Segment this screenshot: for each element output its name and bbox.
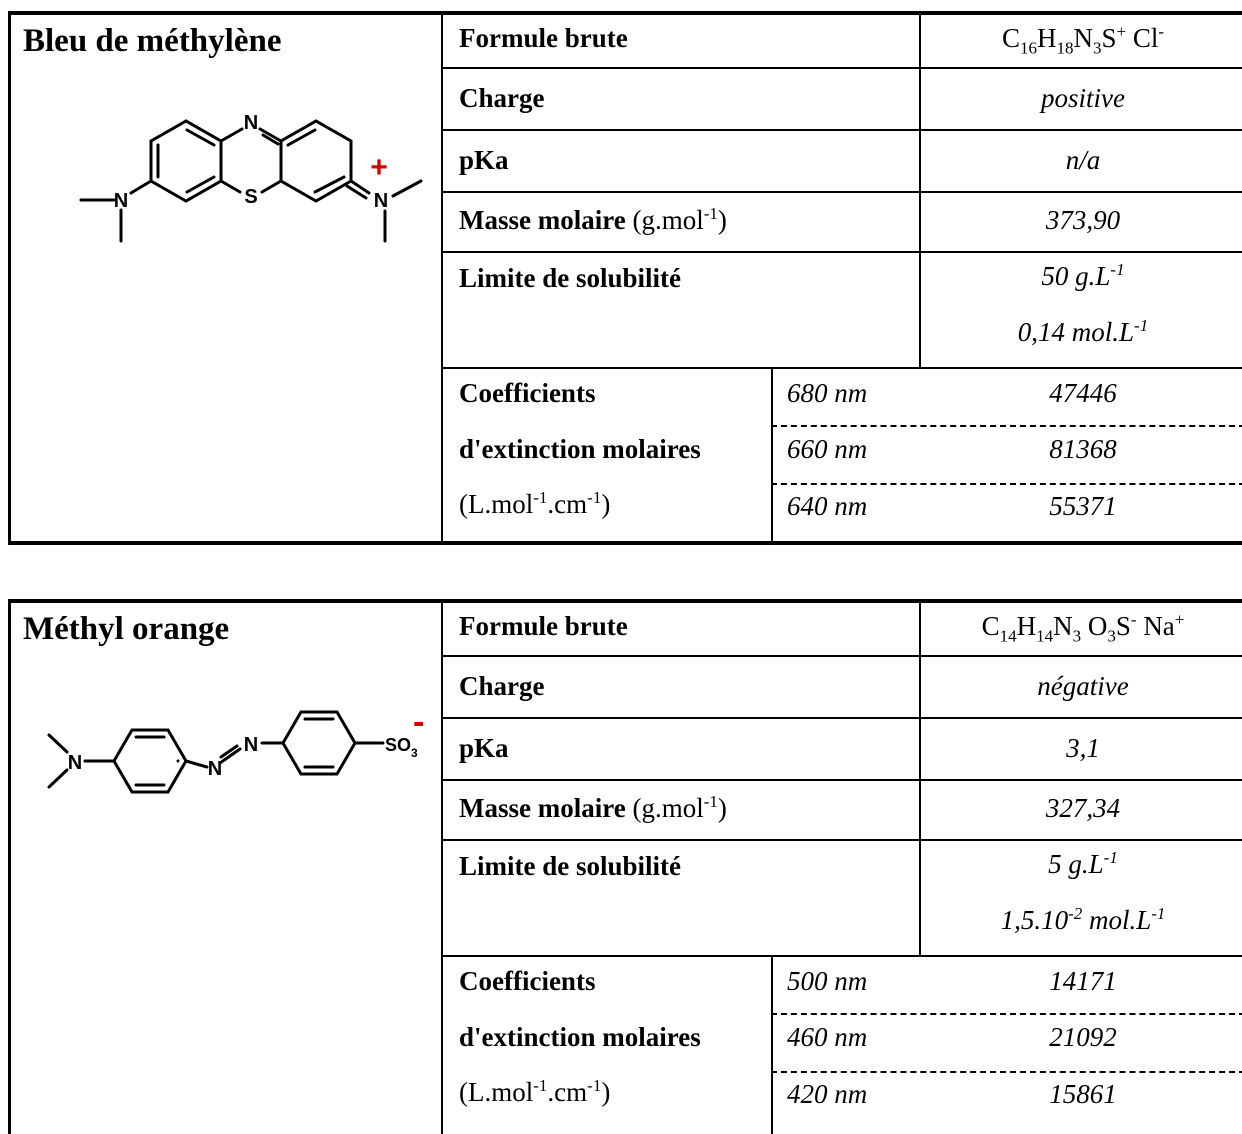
solubility-value-mass: 5 g.L-1 — [1048, 848, 1118, 879]
extinction-unit: (L.mol-1.cm-1) — [459, 1076, 611, 1107]
row-divider — [441, 251, 1242, 253]
extinction-value: 15861 — [1049, 1079, 1117, 1109]
molar-mass-value: 327,34 — [1045, 793, 1121, 823]
row-divider — [441, 839, 1242, 841]
charge-value: positive — [1041, 83, 1125, 113]
pka-value: 3,1 — [1066, 733, 1100, 763]
solubility-value-molar: 1,5.10-2 mol.L-1 — [1000, 904, 1166, 935]
compound-name: Bleu de méthylène — [23, 23, 282, 59]
nitrogen-atom-label: N — [114, 190, 128, 212]
solubility-label: Limite de solubilité — [459, 263, 681, 293]
nitrogen-atom-label: N — [374, 190, 388, 212]
extinction-value: 14171 — [1049, 966, 1117, 996]
dashed-divider — [771, 1013, 1242, 1015]
pka-value: n/a — [1065, 145, 1101, 175]
sulfur-atom-label: S — [244, 186, 257, 208]
extinction-label-line2: d'extinction molaires — [459, 434, 701, 464]
nitrogen-atom-label: N — [244, 734, 258, 756]
extinction-label-line1: Coefficients — [459, 966, 596, 996]
column-divider — [441, 603, 443, 1134]
column-divider — [441, 15, 443, 545]
row-divider — [441, 191, 1242, 193]
positive-charge-icon: + — [370, 151, 388, 184]
wavelength: 660 nm — [787, 434, 868, 464]
extinction-unit: (L.mol-1.cm-1) — [459, 488, 611, 519]
molar-mass-label: Masse molaire (g.mol-1) — [459, 204, 727, 235]
pka-label: pKa — [459, 145, 509, 175]
formula-label: Formule brute — [459, 611, 628, 641]
sulfonate-group-label: SO3 — [385, 735, 418, 760]
nitrogen-atom-label: N — [208, 758, 222, 780]
methylene-blue-structure: N S N N + — [79, 112, 423, 243]
column-divider — [771, 955, 773, 1134]
extinction-value: 21092 — [1049, 1022, 1117, 1052]
solubility-value-mass: 50 g.L-1 — [1041, 260, 1125, 291]
column-divider — [771, 367, 773, 545]
methyl-orange-structure: N N N SO3 - — [47, 703, 424, 794]
charge-label: Charge — [459, 671, 545, 701]
wavelength: 500 nm — [787, 966, 868, 996]
dashed-divider — [771, 425, 1242, 427]
solubility-label: Limite de solubilité — [459, 851, 681, 881]
molar-mass-value: 373,90 — [1045, 205, 1121, 235]
wavelength: 420 nm — [787, 1079, 868, 1109]
extinction-value: 81368 — [1049, 434, 1117, 464]
formula-value: C14H14N3 O3S- Na+ — [981, 610, 1185, 646]
compound-card-methylene-blue: Bleu de méthylène — [8, 11, 1242, 545]
wavelength: 460 nm — [787, 1022, 868, 1052]
row-divider — [441, 67, 1242, 69]
row-divider — [441, 129, 1242, 131]
wavelength: 680 nm — [787, 378, 868, 408]
row-divider — [441, 955, 1242, 957]
dashed-divider — [771, 483, 1242, 485]
wavelength: 640 nm — [787, 491, 868, 521]
nitrogen-atom-label: N — [68, 752, 82, 774]
negative-charge-icon: - — [413, 703, 424, 741]
compound-card-methyl-orange: Méthyl orange N N N SO3 - — [8, 599, 1242, 1134]
pka-label: pKa — [459, 733, 509, 763]
solubility-value-molar: 0,14 mol.L-1 — [1017, 316, 1149, 347]
row-divider — [441, 779, 1242, 781]
extinction-label-line2: d'extinction molaires — [459, 1022, 701, 1052]
extinction-value: 55371 — [1049, 491, 1117, 521]
formula-value: C16H18N3S+ Cl- — [1001, 22, 1165, 58]
nitrogen-atom-label: N — [244, 112, 258, 134]
charge-value: négative — [1037, 671, 1129, 701]
row-divider — [441, 367, 1242, 369]
dashed-divider — [771, 1071, 1242, 1073]
molar-mass-label: Masse molaire (g.mol-1) — [459, 792, 727, 823]
compound-name: Méthyl orange — [23, 611, 230, 647]
extinction-value: 47446 — [1049, 378, 1117, 408]
row-divider — [441, 717, 1242, 719]
charge-label: Charge — [459, 83, 545, 113]
formula-label: Formule brute — [459, 23, 628, 53]
row-divider — [441, 655, 1242, 657]
extinction-label-line1: Coefficients — [459, 378, 596, 408]
